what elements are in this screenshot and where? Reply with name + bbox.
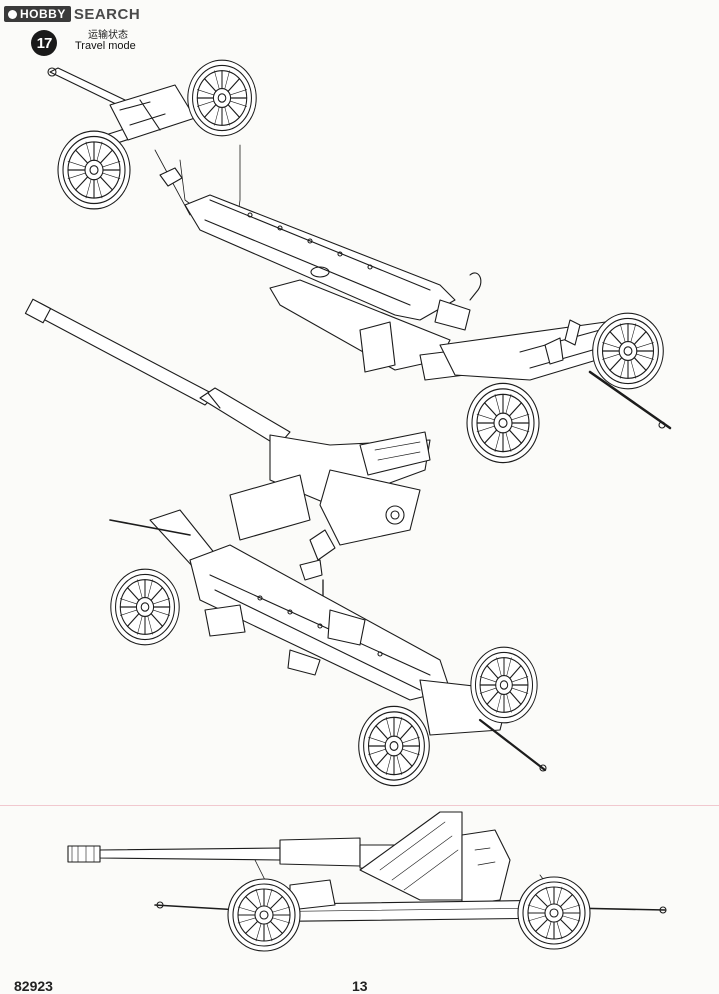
watermark-logo: HOBBY — [4, 6, 71, 22]
watermark-text: SEARCH — [73, 5, 141, 23]
page-divider — [0, 805, 719, 806]
step-number-badge: 17 — [31, 30, 57, 56]
step-title-english: Travel mode — [75, 40, 136, 52]
step-title-chinese: 运输状态 — [88, 30, 128, 41]
side-view-drawing — [67, 811, 667, 952]
page-number: 13 — [352, 978, 368, 994]
kit-number: 82923 — [14, 978, 53, 994]
middle-assembly-drawing — [24, 298, 547, 787]
watermark: HOBBY SEARCH — [4, 4, 140, 24]
top-chassis-drawing — [47, 59, 672, 464]
